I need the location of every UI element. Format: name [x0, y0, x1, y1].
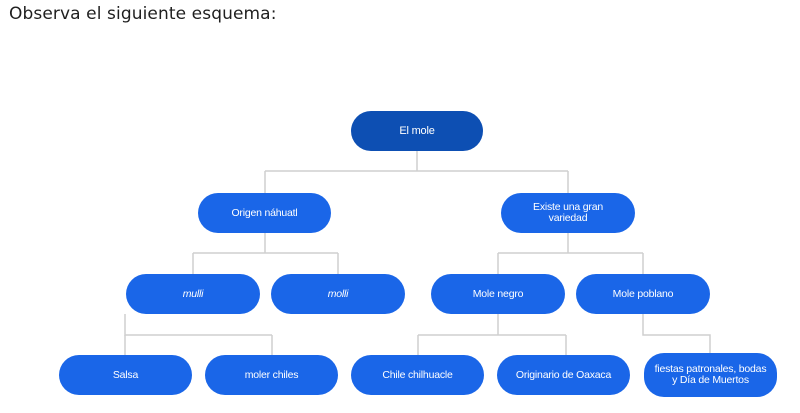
- node-mulli: mulli: [126, 274, 260, 314]
- node-fiestas-patronales: fiestas patronales, bodas y Día de Muert…: [644, 353, 777, 397]
- node-originario-oaxaca: Originario de Oaxaca: [497, 355, 630, 395]
- node-salsa: Salsa: [59, 355, 192, 395]
- node-moler-chiles: moler chiles: [205, 355, 338, 395]
- connector-mulli: [124, 314, 272, 336]
- node-mole-poblano: Mole poblano: [576, 274, 710, 314]
- node-gran-variedad: Existe una gran variedad: [501, 193, 635, 233]
- connector-poblano: [642, 314, 711, 355]
- node-mole-negro: Mole negro: [431, 274, 565, 314]
- node-el-mole: El mole: [351, 111, 483, 151]
- instruction-text: Observa el siguiente esquema:: [9, 4, 277, 24]
- node-molli: molli: [271, 274, 405, 314]
- node-origen-nahuatl: Origen náhuatl: [198, 193, 331, 233]
- node-chile-chilhuacle: Chile chilhuacle: [351, 355, 484, 395]
